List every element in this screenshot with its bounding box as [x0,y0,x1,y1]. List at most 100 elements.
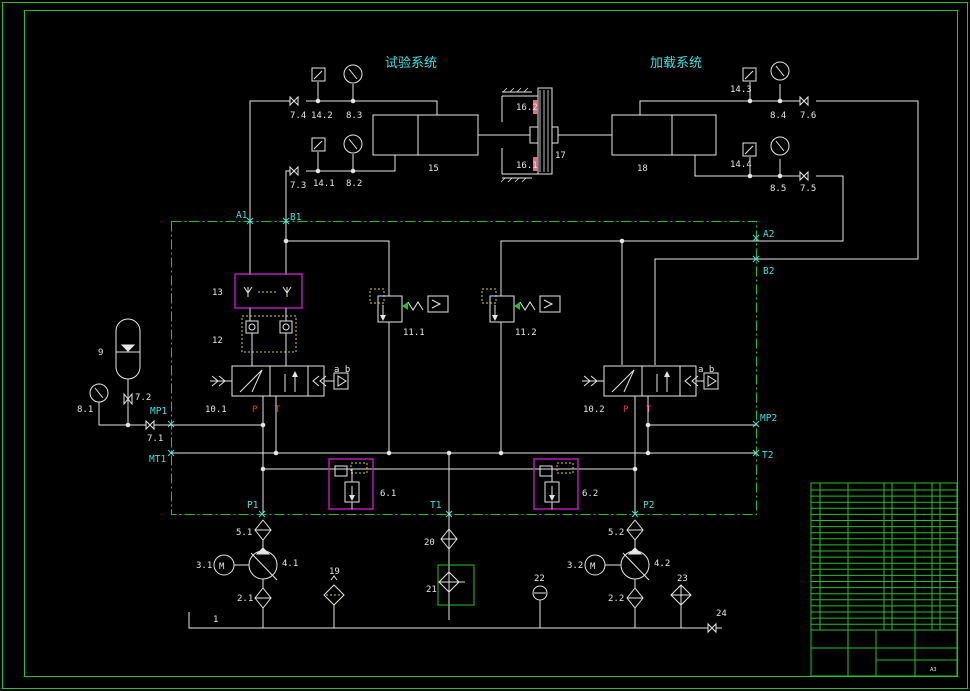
pressure-sensor-14-3 [742,67,757,82]
label-4-1: 4.1 [282,559,298,569]
label-5-1: 5.1 [236,528,252,538]
label-18: 18 [637,164,648,174]
pressure-sensor-14-1 [311,137,326,152]
sheet-size: A3 [930,667,937,673]
inner-frame [24,10,958,677]
relief-valve-6-1: 6.1 [328,458,396,510]
port-B2: B2 [763,266,774,277]
port-T1: T1 [430,500,442,511]
pressure-gauge-8-5 [770,136,790,156]
heat-exchanger-21: 21 [426,564,475,606]
label-3-1: 3.1 [196,561,212,571]
port-T-10-2: T [646,405,652,415]
accumulator-9: 9 [98,318,141,425]
label-14-2: 14.2 [311,111,333,121]
port-A1: A1 [236,210,248,221]
label-12: 12 [212,336,223,346]
port-T-10-1: T [275,405,281,415]
label-19: 19 [329,567,340,577]
label-13: 13 [212,288,223,298]
motor-3-2: M [590,562,596,572]
label-10-1: 10.1 [205,405,227,415]
relief-valve-6-2: 6.2 [533,458,598,510]
port-P-10-2: P [623,405,629,415]
test-system-title: 试验系统 [385,55,437,71]
drain-valve-24: 24 [707,609,727,634]
test-side-lower-line: 7.3 14.1 8.2 [285,152,396,221]
pump-group-1: M 5.1 3.1 4.1 2.1 [196,519,298,628]
label-7-2: 7.2 [135,393,151,403]
valve-manifold-boundary [171,221,757,515]
pilot-check-valve-13: 13 [212,221,303,309]
label-3-2: 3.2 [567,561,583,571]
label-17: 17 [555,151,566,161]
label-14-4: 14.4 [730,160,752,170]
label-7-1: 7.1 [147,434,163,444]
port-MP1: MP1 [150,406,167,417]
test-cylinder-15: 15 [372,114,530,174]
label-7-6: 7.6 [800,111,816,121]
cooler-23: 23 [670,574,692,628]
test-side-upper-line: 7.4 14.2 8.3 [249,82,438,221]
thermometer-22: 22 [532,574,548,628]
label-2-1: 2.1 [237,594,253,604]
label-7-5: 7.5 [800,184,816,194]
tank-line-1: 1 [188,612,708,629]
port-MP2: MP2 [760,413,777,424]
label-8-2: 8.2 [346,179,362,189]
pressure-valve-11-2: 11.2 [481,238,625,453]
label-23: 23 [677,574,688,584]
port-A2: A2 [763,229,774,240]
label-11-1: 11.1 [403,328,425,338]
hydraulic-lock-12: 12 [212,308,297,366]
air-filter-19: 19 [323,567,345,628]
label-16-1: 16.1 [516,161,538,171]
label-16-2: 16.2 [516,103,538,113]
label-20: 20 [424,538,435,548]
label-10-2: 10.2 [583,405,605,415]
spring-load-frame-16-17: 16.2 16.1 17 [500,87,566,183]
label-7-4: 7.4 [290,111,306,121]
pressure-gauge-8-1: 8.1 [77,383,146,426]
manifold-pressure-tank-lines [171,422,756,620]
label-8-3: 8.3 [346,111,362,121]
port-P-10-1: P [252,405,258,415]
label-5-2: 5.2 [608,528,624,538]
shutoff-valve-7-2: 7.2 [123,392,151,406]
label-11-2: 11.2 [515,328,537,338]
shutoff-valve-7-1: 7.1 [125,419,263,444]
load-cylinder-18: 18 [558,114,717,174]
label-24: 24 [716,609,727,619]
label-6-1: 6.1 [380,489,396,499]
directional-valve-10-1: a b 10.1 P T [205,365,350,513]
load-system-title: 加载系统 [650,56,702,71]
pressure-sensor-14-4 [742,142,757,157]
label-21: 21 [426,585,437,595]
label-9: 9 [98,348,103,358]
port-markers: A1 B1 A2 B2 MP1 MT1 MP2 T2 P1 T1 P2 [149,210,777,518]
port-P1: P1 [247,500,259,511]
port-P2: P2 [643,500,654,511]
label-6-2: 6.2 [582,489,598,499]
return-filter-20: 20 [424,528,458,550]
pump-group-2: M 5.2 3.2 4.2 2.2 [567,519,670,628]
motor-3-1: M [219,562,225,572]
label-14-3: 14.3 [730,85,752,95]
port-MT1: MT1 [149,454,166,465]
port-T2: T2 [762,450,773,461]
label-1: 1 [213,615,218,625]
label-ab-2: a b [698,365,714,375]
port-B1: B1 [290,212,302,223]
pressure-valve-11-1: 11.1 [283,238,449,453]
label-8-1: 8.1 [77,405,93,415]
label-7-3: 7.3 [290,181,306,191]
load-side-upper-line: 14.3 8.4 7.6 [639,82,919,365]
label-2-2: 2.2 [608,594,624,604]
load-side-lower-line: 14.4 8.5 7.5 [621,155,844,365]
pressure-gauge-8-2 [343,134,363,154]
label-22: 22 [534,574,545,584]
parts-list-table [810,482,958,677]
label-4-2: 4.2 [654,559,670,569]
